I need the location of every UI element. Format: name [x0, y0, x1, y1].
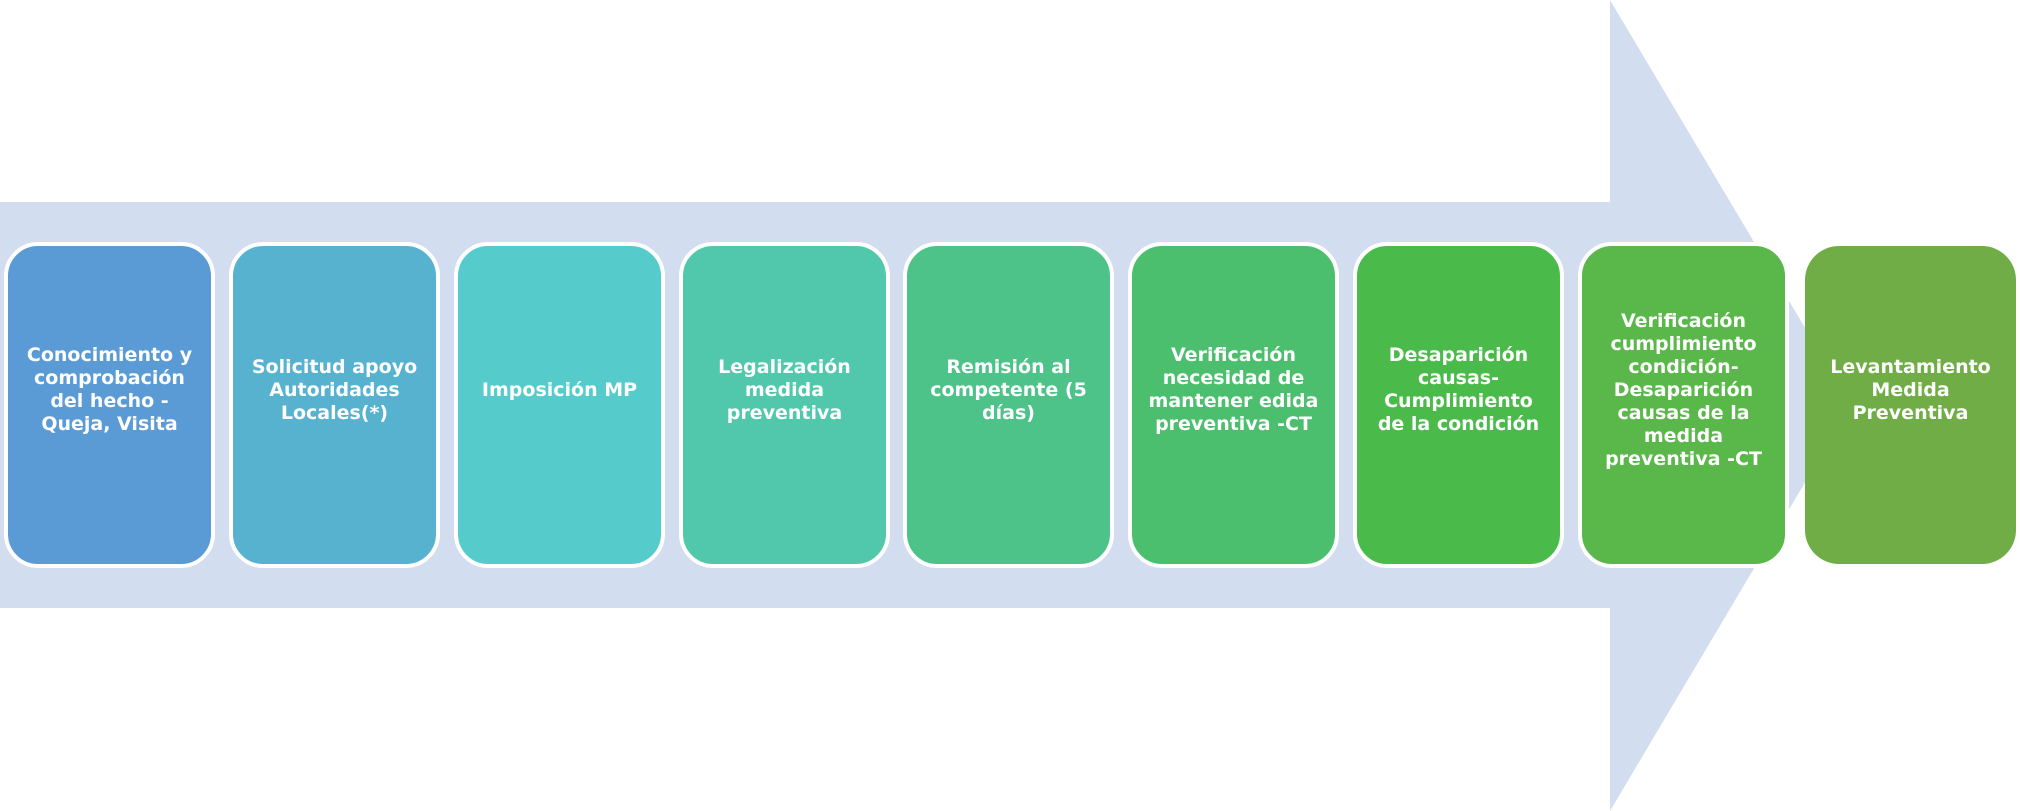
step-1-box: Conocimiento y comprobación del hecho - …: [4, 242, 215, 568]
step-label: Imposición MP: [481, 378, 638, 401]
step-3-box: Imposición MP: [454, 242, 665, 568]
step-8-box: Verificación cumplimiento condición- Des…: [1578, 242, 1789, 568]
step-label: Verificación necesidad de mantener edida…: [1148, 344, 1319, 435]
step-label: Conocimiento y comprobación del hecho - …: [26, 344, 193, 435]
step-2-box: Solicitud apoyo Autoridades Locales(*): [229, 242, 440, 568]
step-5-box: Remisión al competente (5 días): [903, 242, 1114, 568]
step-label: Desaparición causas- Cumplimiento de la …: [1377, 344, 1540, 435]
step-label: Legalización medida preventiva: [718, 355, 851, 424]
step-7-box: Desaparición causas- Cumplimiento de la …: [1353, 242, 1564, 568]
step-6-box: Verificación necesidad de mantener edida…: [1128, 242, 1339, 568]
step-label: Levantamiento Medida Preventiva: [1830, 355, 1991, 424]
step-4-box: Legalización medida preventiva: [679, 242, 890, 568]
step-label: Solicitud apoyo Autoridades Locales(*): [251, 355, 418, 424]
step-label: Verificación cumplimiento condición- Des…: [1605, 309, 1762, 470]
step-label: Remisión al competente (5 días): [930, 355, 1087, 424]
step-9-box: Levantamiento Medida Preventiva: [1805, 246, 2016, 564]
